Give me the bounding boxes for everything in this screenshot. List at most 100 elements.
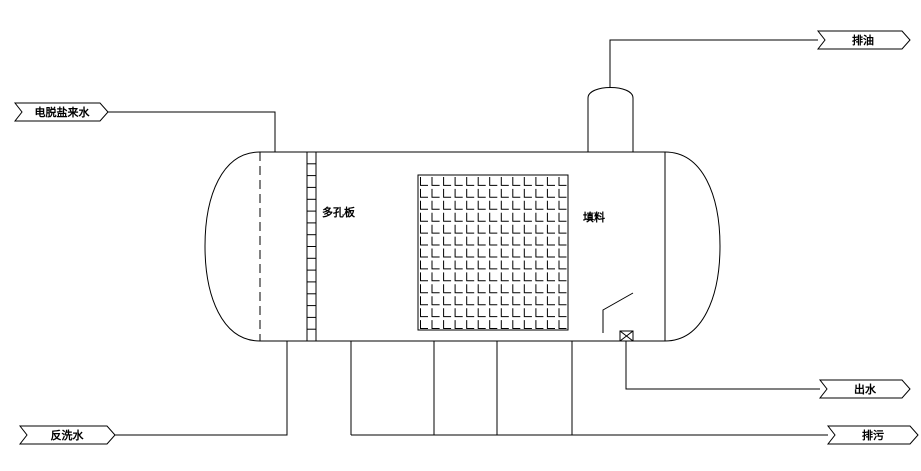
packing-cell [489, 212, 498, 222]
packing-cell [420, 284, 428, 294]
inlet-label: 电脱盐来水 [35, 105, 91, 119]
packing-cell [431, 308, 440, 318]
packing-cell [500, 320, 509, 329]
packing-cell [546, 212, 555, 222]
outlet-baffle [602, 292, 634, 333]
packing-cell [454, 200, 463, 210]
packing-cell [489, 188, 498, 198]
packing-cell [523, 272, 532, 282]
packing-cell [477, 284, 486, 294]
packing-cell [558, 284, 567, 294]
packing-cell [512, 320, 521, 329]
packing-cell [454, 188, 463, 198]
perforated-plate-holes [307, 163, 316, 330]
packing-cell [500, 248, 509, 258]
packing-cell [431, 248, 440, 258]
packing-cell [454, 260, 463, 270]
packing-cell [420, 212, 428, 222]
packing-cell [558, 320, 567, 329]
packing-cell [546, 224, 555, 234]
packing-cell [431, 260, 440, 270]
packing-cell [558, 188, 567, 198]
packing-cell [558, 272, 567, 282]
packing-cell [454, 320, 463, 329]
packing-cell [443, 308, 452, 318]
packing-cell [477, 260, 486, 270]
packing-cell [420, 272, 428, 282]
water-outlet-label: 出水 [854, 382, 877, 396]
packing-cell [535, 284, 544, 294]
packing-cell [535, 320, 544, 329]
drain-label: 排污 [862, 428, 884, 442]
packing-cell [512, 260, 521, 270]
packing-cell [443, 200, 452, 210]
packing-cell [500, 188, 509, 198]
packing-cell [466, 224, 475, 234]
packing-cell [466, 260, 475, 270]
packing-cell [523, 224, 532, 234]
packing-cell [454, 212, 463, 222]
packing-cell [431, 224, 440, 234]
packing-cell [420, 260, 428, 270]
packing-cell [431, 177, 440, 186]
packing-cell [558, 212, 567, 222]
packing-cell [546, 236, 555, 246]
packing-cell [512, 212, 521, 222]
packing-cell [466, 188, 475, 198]
packing-cell [512, 296, 521, 306]
packing-cell [523, 212, 532, 222]
packing-cell [466, 236, 475, 246]
packing-cell [558, 224, 567, 234]
packing-cell [546, 296, 555, 306]
packing-cell [431, 188, 440, 198]
packing-cell [420, 200, 428, 210]
packing-cell [443, 296, 452, 306]
packing-cell [523, 284, 532, 294]
packing-cell [546, 260, 555, 270]
packing-cell [500, 296, 509, 306]
packing-cell [477, 320, 486, 329]
packing-cell [431, 296, 440, 306]
oil-outlet-pipe [609, 39, 818, 88]
packing-cell [535, 212, 544, 222]
packing-cell [443, 188, 452, 198]
packing-cell [500, 272, 509, 282]
packing-cell [546, 177, 555, 186]
packing-cell [454, 177, 463, 186]
packing-cell [420, 177, 428, 186]
packing-cell [466, 200, 475, 210]
packing-cell [500, 200, 509, 210]
packing-cell [558, 177, 567, 186]
packing-cell [489, 272, 498, 282]
packing-frame [417, 174, 569, 331]
packing-cell [523, 188, 532, 198]
packing-cell [466, 308, 475, 318]
packing-cell [558, 248, 567, 258]
packing-cell [500, 177, 509, 186]
packing-cell [454, 224, 463, 234]
packing-cell [535, 200, 544, 210]
packing-cell [489, 177, 498, 186]
packing-cell [546, 188, 555, 198]
packing-cell [500, 224, 509, 234]
packing-cell [523, 296, 532, 306]
packing-cell [535, 248, 544, 258]
packing-cell [512, 224, 521, 234]
packing-cell [546, 248, 555, 258]
packing-cell [443, 224, 452, 234]
packing-cell [466, 296, 475, 306]
packing-cell [523, 308, 532, 318]
water-outlet-tag [818, 379, 911, 399]
packing-cell [535, 188, 544, 198]
packing-cell [546, 200, 555, 210]
packing-cell [558, 296, 567, 306]
packing-cell [500, 212, 509, 222]
packing-cell [477, 188, 486, 198]
packing-cell [420, 188, 428, 198]
packing-cell [420, 296, 428, 306]
packing-cell [489, 248, 498, 258]
packing-cell [443, 284, 452, 294]
packing-cell [431, 320, 440, 329]
packing-cell [535, 260, 544, 270]
packing-cell [477, 308, 486, 318]
